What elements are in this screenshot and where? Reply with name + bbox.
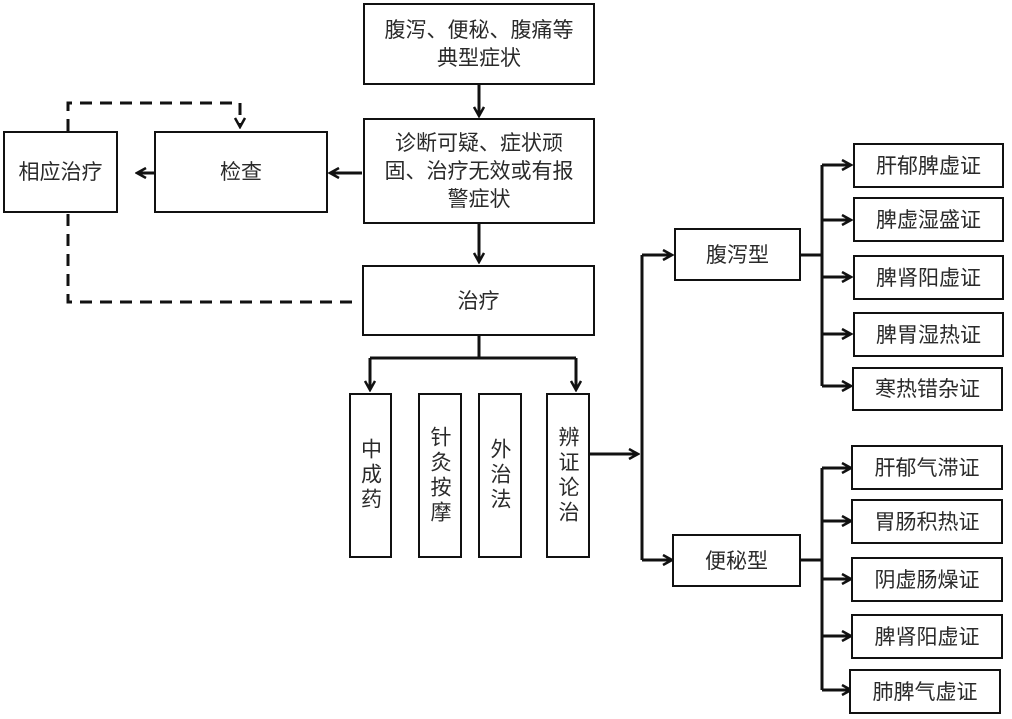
constipation-syndrome-5: 肺脾气虚证 xyxy=(849,669,1001,714)
dashed-treatment-feedback xyxy=(66,214,358,304)
diarrhea-type-box: 腹泻型 xyxy=(674,228,801,281)
method-chinese-patent-medicine: 中成药 xyxy=(349,393,392,558)
constipation-syndrome-arrows xyxy=(822,468,851,690)
diarrhea-syndrome-3: 脾肾阳虚证 xyxy=(853,255,1004,300)
diarrhea-syndrome-1: 肝郁脾虚证 xyxy=(853,143,1004,188)
method-acupuncture-massage: 针灸按摩 xyxy=(418,393,462,558)
alarm-symptoms-box: 诊断可疑、症状顽固、治疗无效或有报警症状 xyxy=(363,118,595,224)
corresponding-treatment-box: 相应治疗 xyxy=(3,131,118,213)
constipation-syndrome-3: 阴虚肠燥证 xyxy=(851,557,1003,602)
diarrhea-syndrome-arrows xyxy=(822,165,851,386)
constipation-type-box: 便秘型 xyxy=(672,534,801,587)
treatment-box: 治疗 xyxy=(362,265,595,336)
constipation-syndrome-1: 肝郁气滞证 xyxy=(851,445,1003,490)
diarrhea-syndrome-4: 脾胃湿热证 xyxy=(853,312,1004,357)
diarrhea-syndrome-5: 寒热错杂证 xyxy=(852,367,1003,411)
exam-box: 检查 xyxy=(154,131,328,213)
constipation-syndrome-2: 胃肠积热证 xyxy=(851,499,1003,544)
dashed-treatment-to-exam xyxy=(66,101,240,131)
method-external-therapy: 外治法 xyxy=(478,393,522,558)
constipation-syndrome-4: 脾肾阳虚证 xyxy=(851,614,1003,659)
symptoms-box: 腹泻、便秘、腹痛等典型症状 xyxy=(363,3,595,85)
method-syndrome-differentiation: 辨证论治 xyxy=(546,393,590,558)
diarrhea-syndrome-2: 脾虚湿盛证 xyxy=(853,197,1004,242)
